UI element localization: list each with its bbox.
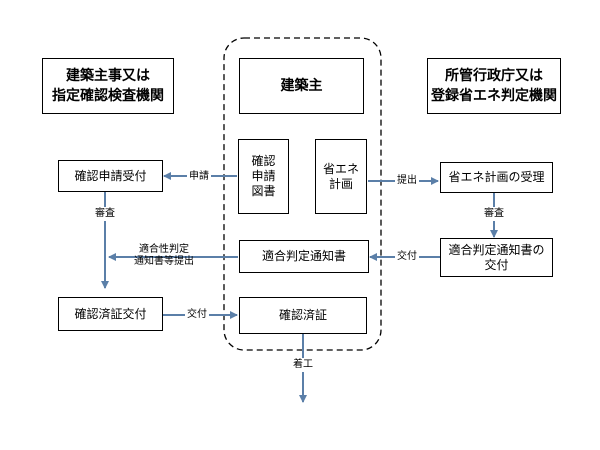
energy-receipt-box: 省エネ計画の受理 [440, 162, 553, 193]
label-apply: 申請 [187, 171, 211, 183]
application-docs-box: 確認 申請 図書 [238, 139, 289, 214]
right-header-line1: 所管行政庁又は [445, 68, 543, 84]
cert-issue-label: 確認済証交付 [74, 306, 147, 321]
app-docs-line3: 図書 [251, 184, 276, 198]
left-header-line1: 建築主事又は [66, 68, 150, 84]
label-review-right: 審査 [484, 207, 504, 221]
label-submit-conformity-line1: 適合性判定 [139, 244, 189, 255]
owner-box: 建築主 [239, 58, 364, 114]
label-issue-left: 交付 [185, 309, 209, 321]
app-docs-line2: 申請 [251, 169, 276, 183]
label-issue-right: 交付 [395, 251, 419, 263]
cert-label: 確認済証 [278, 308, 327, 322]
conformity-notice-label: 適合判定通知書 [261, 249, 346, 263]
energy-plan-line2: 計画 [328, 176, 353, 191]
right-header-box: 所管行政庁又は 登録省エネ判定機関 [427, 58, 561, 114]
label-review-left: 審査 [95, 207, 115, 221]
conformity-issue-line2: 交付 [484, 257, 509, 272]
left-header-box: 建築主事又は 指定確認検査機関 [42, 58, 174, 114]
label-submit-conformity: 適合性判定 通知書等提出 [134, 244, 194, 268]
energy-plan-box: 省エネ 計画 [315, 139, 367, 214]
right-header-line2: 登録省エネ判定機関 [431, 88, 557, 104]
energy-receipt-label: 省エネ計画の受理 [448, 170, 545, 184]
application-receipt-label: 確認申請受付 [74, 168, 147, 183]
conformity-notice-box: 適合判定通知書 [239, 240, 369, 273]
owner-label: 建築主 [280, 78, 323, 94]
cert-box: 確認済証 [239, 297, 367, 334]
owner-dashed-frame [223, 37, 382, 351]
application-receipt-box: 確認申請受付 [58, 160, 163, 192]
app-docs-line1: 確認 [251, 154, 276, 168]
conformity-issue-box: 適合判定通知書の 交付 [440, 238, 553, 277]
label-submit-right: 提出 [395, 175, 419, 187]
left-header-line2: 指定確認検査機関 [52, 88, 164, 104]
label-start: 着工 [293, 358, 313, 372]
label-submit-conformity-line2: 通知書等提出 [134, 256, 194, 267]
cert-issue-box: 確認済証交付 [58, 297, 163, 331]
conformity-issue-line1: 適合判定通知書の [448, 242, 545, 257]
energy-plan-line1: 省エネ [322, 161, 359, 176]
